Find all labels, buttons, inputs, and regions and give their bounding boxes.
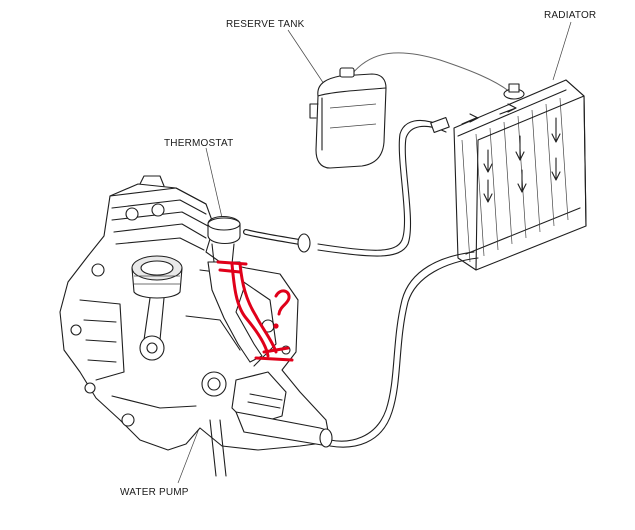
lower-hose xyxy=(329,251,475,442)
overflow-tube xyxy=(351,52,511,93)
water-pump-label: WATER PUMP xyxy=(120,487,189,498)
thermostat-housing xyxy=(207,215,263,363)
water-pump xyxy=(201,371,333,448)
thermostat-label: THERMOSTAT xyxy=(164,138,234,149)
red-annotation xyxy=(216,260,294,362)
reserve-tank xyxy=(309,67,387,169)
reserve-tank-label: RESERVE TANK xyxy=(226,19,305,30)
upper-hose xyxy=(243,117,450,257)
radiator-label: RADIATOR xyxy=(544,10,597,21)
radiator xyxy=(453,79,587,271)
red-dot xyxy=(273,323,279,329)
